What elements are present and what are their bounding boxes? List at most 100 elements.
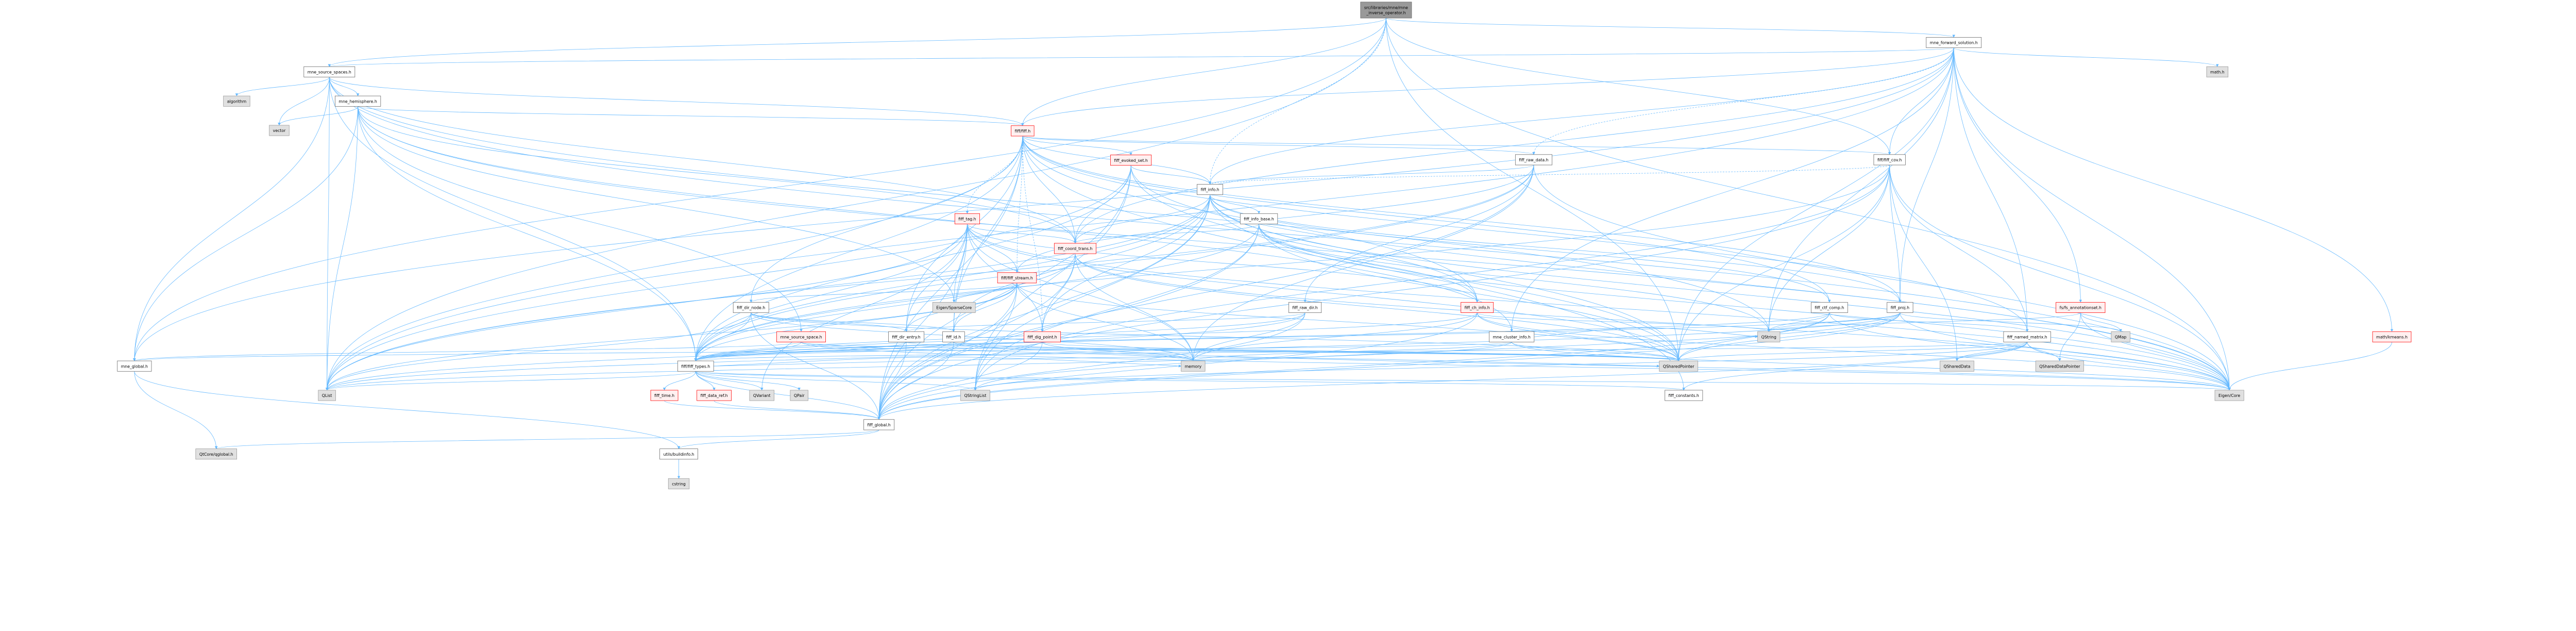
node-fiff[interactable]: fiff/fiff.h — [1011, 125, 1035, 137]
node-kmeans[interactable]: math/kmeans.h — [2372, 331, 2412, 342]
node-tag[interactable]: fiff_tag.h — [954, 213, 980, 224]
node-named[interactable]: fiff_named_matrix.h — [2003, 331, 2051, 342]
node-ssp[interactable]: mne_source_spaces.h — [303, 66, 355, 77]
node-label: QMap — [2115, 335, 2127, 339]
node-qlist[interactable]: QList — [318, 390, 336, 401]
node-annot[interactable]: fs/fs_annotationset.h — [2056, 302, 2106, 313]
edge-stream-to-qstringlist — [974, 283, 1018, 391]
node-rawdata[interactable]: fiff_raw_data.h — [1515, 154, 1552, 165]
node-hemi[interactable]: mne_hemisphere.h — [334, 95, 381, 107]
edge-rawdir-to-fglobal — [877, 312, 1306, 420]
node-proj[interactable]: fiff_proj.h — [1887, 302, 1913, 313]
node-ctf[interactable]: fiff_ctf_comp.h — [1810, 302, 1848, 313]
node-box — [1515, 154, 1552, 165]
node-fglobal[interactable]: fiff_global.h — [863, 419, 895, 430]
node-dataref[interactable]: fiff_data_ref.h — [697, 390, 732, 401]
edge-tag-to-types — [694, 224, 968, 361]
node-label: fiff_dir_entry.h — [892, 335, 921, 339]
edge-coord-to-fglobal — [877, 254, 1076, 420]
node-cstring[interactable]: cstring — [668, 478, 690, 489]
node-label: Eigen/SparseCore — [936, 306, 972, 310]
node-qsd[interactable]: QSharedData — [1940, 360, 1974, 372]
edge-dirnode-to-qlist — [325, 312, 752, 391]
edge-fid-to-fglobal — [877, 342, 954, 420]
node-cluster[interactable]: mne_cluster_info.h — [1489, 331, 1535, 342]
node-box — [334, 95, 381, 107]
node-qglobal[interactable]: QtCore/qglobal.h — [195, 449, 237, 460]
edge-info-to-types — [694, 194, 1210, 361]
edge-mneglobal-to-buildinfo — [134, 371, 681, 450]
node-eigencore[interactable]: Eigen/Core — [2214, 390, 2244, 401]
edge-root-to-qlist — [325, 18, 1386, 391]
node-fwd[interactable]: mne_forward_solution.h — [1926, 37, 1982, 48]
node-qmap[interactable]: QMap — [2111, 331, 2130, 342]
edge-evoked-to-fglobal — [877, 165, 1131, 420]
edge-proj-to-qmap — [1900, 312, 2122, 332]
edge-types-to-qstringlist — [695, 371, 977, 391]
node-dirnode[interactable]: fiff_dir_node.h — [733, 302, 769, 313]
edge-fwd-to-proj — [1899, 47, 1954, 303]
node-label: mne_global.h — [121, 364, 148, 369]
edge-types-to-qlist — [326, 371, 696, 391]
node-time[interactable]: fiff_time.h — [650, 390, 679, 401]
node-label: fs/fs_annotationset.h — [2060, 306, 2102, 310]
node-coord[interactable]: fiff_coord_trans.h — [1054, 243, 1096, 254]
edge-dirnode-to-types — [694, 312, 752, 361]
node-root[interactable]: src/libraries/mne/mne_inverse_operator.h — [1360, 2, 1412, 19]
edge-named-to-eigencore — [2027, 342, 2231, 391]
node-info[interactable]: fiff_info.h — [1197, 184, 1223, 195]
edge-fwd-to-info — [1208, 47, 1954, 185]
edge-cluster-to-qsp — [1511, 342, 1680, 361]
edge-ctf-to-types — [694, 312, 1830, 361]
node-qvariant[interactable]: QVariant — [749, 390, 774, 401]
edge-dirnode-to-memory — [751, 312, 1195, 361]
node-chinfo[interactable]: fiff_ch_info.h — [1461, 302, 1494, 313]
node-mneglobal[interactable]: mne_global.h — [117, 360, 152, 372]
node-types[interactable]: fiff/fiff_types.h — [677, 360, 714, 372]
node-memory[interactable]: memory — [1181, 360, 1206, 372]
edge-proj-to-types — [694, 312, 1901, 361]
node-box — [1289, 302, 1322, 313]
edge-cov-to-qstringlist — [974, 165, 1890, 391]
edge-fwd-to-kmeans — [1953, 47, 2394, 332]
edge-ssp-to-types — [329, 77, 697, 361]
edge-hemi-to-coord — [358, 106, 1077, 244]
node-dig[interactable]: fiff_dig_point.h — [1024, 331, 1061, 342]
node-box — [650, 390, 679, 401]
node-buildinfo[interactable]: utils/buildinfo.h — [659, 449, 698, 460]
edge-cluster-to-qlist — [326, 342, 1512, 391]
node-sparse[interactable]: Eigen/SparseCore — [932, 302, 976, 313]
edge-infobase-to-qstring — [1259, 224, 1770, 332]
edge-proj-to-eigencore — [1900, 312, 2231, 391]
edge-rawdata-to-info — [1208, 164, 1534, 185]
node-qsdp[interactable]: QSharedDataPointer — [2035, 360, 2084, 372]
edge-annot-to-qstring — [1767, 312, 2081, 332]
edge-dirnode-to-direntry — [751, 312, 908, 332]
node-constants[interactable]: fiff_constants.h — [1665, 390, 1703, 401]
node-qstring[interactable]: QString — [1757, 331, 1781, 342]
node-stream[interactable]: fiff/fiff_stream.h — [997, 272, 1037, 284]
node-fid[interactable]: fiff_id.h — [942, 331, 965, 342]
edge-rawdata-to-types — [694, 165, 1534, 361]
edge-cov-to-eigencore — [1889, 165, 2231, 391]
edge-fiff-to-fid — [952, 136, 1023, 332]
node-direntry[interactable]: fiff_dir_entry.h — [888, 331, 925, 342]
edge-fiff-to-fglobal — [877, 136, 1023, 420]
node-vector[interactable]: vector — [269, 125, 290, 136]
node-label: QSharedDataPointer — [2039, 364, 2080, 369]
node-algorithm[interactable]: algorithm — [223, 95, 250, 107]
node-qpair[interactable]: QPair — [790, 390, 808, 401]
edge-cov-to-proj — [1889, 165, 1902, 303]
node-infobase[interactable]: fiff_info_base.h — [1240, 213, 1278, 224]
edge-types-to-constants — [695, 371, 1685, 391]
node-srcspace[interactable]: mne_source_space.h — [776, 331, 826, 342]
edge-fiff-to-dig — [1022, 136, 1044, 332]
node-mathh[interactable]: math.h — [2206, 66, 2229, 77]
edge-rawdata-to-rawdir — [1303, 165, 1534, 303]
node-qsp[interactable]: QSharedPointer — [1659, 360, 1698, 372]
node-evoked[interactable]: fiff_evoked_set.h — [1110, 155, 1152, 166]
node-rawdir[interactable]: fiff_raw_dir.h — [1289, 302, 1322, 313]
edge-hemi-to-eigencore — [358, 106, 2231, 391]
node-cov[interactable]: fiff/fiff_cov.h — [1873, 154, 1906, 165]
node-qstringlist[interactable]: QStringList — [960, 390, 990, 401]
